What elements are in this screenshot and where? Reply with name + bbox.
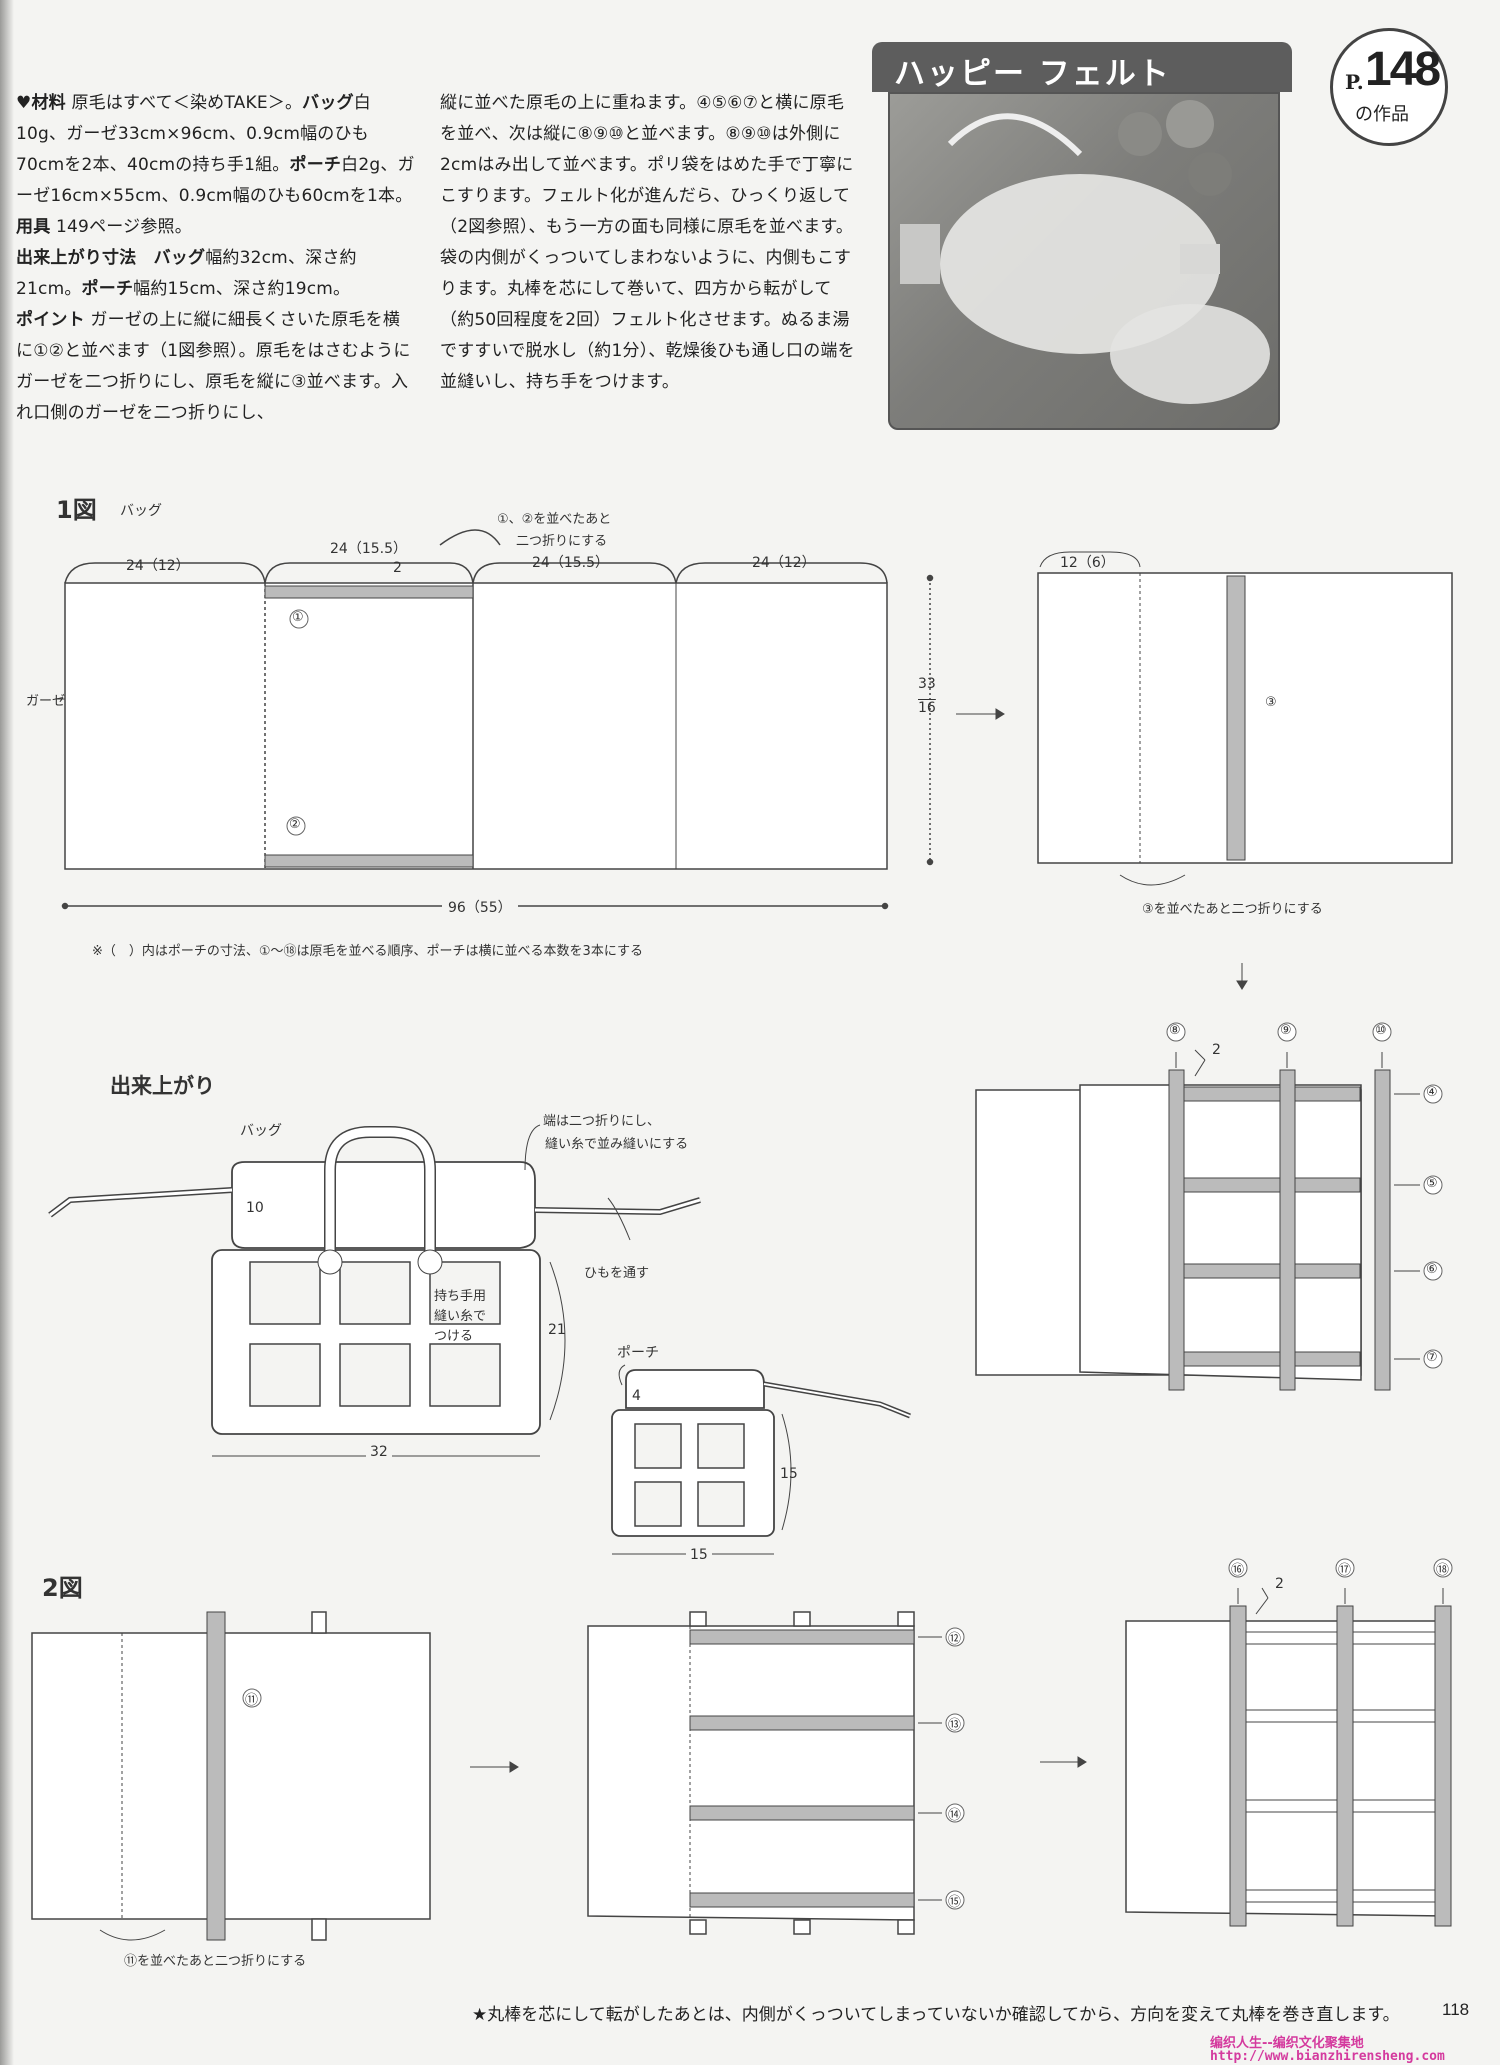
tools-text: 149ページ参照。 — [56, 217, 192, 237]
finished-title: 出来上がり — [110, 1074, 215, 1098]
footer-note: ★丸棒を芯にして転がしたあとは、内側がくっついてしまっていないか確認してから、方… — [472, 2005, 1400, 2025]
page-number: 118 — [1442, 2000, 1470, 2019]
size-label: 出来上がり寸法 バッグ — [16, 248, 206, 268]
bag-dim-height: 21 — [548, 1322, 566, 1338]
marker-17: ⑰ — [1338, 1563, 1352, 1578]
dim-total: 96（55） — [442, 897, 518, 917]
step11-note: ⑪を並べたあと二つ折りにする — [124, 1954, 307, 1969]
materials-text: 原毛はすべて＜染めTAKE＞。 — [71, 93, 303, 113]
cord-label: ひもを通す — [584, 1266, 650, 1281]
figure-1-footnote: ※（ ）内はポーチの寸法、①〜⑱は原毛を並べる順序、ポーチは横に並べる本数を3本… — [92, 944, 643, 959]
bag-dim-side: 10 — [246, 1200, 264, 1216]
pouch-dim-width: 15 — [686, 1547, 712, 1563]
marker-10: ⑩ — [1375, 1023, 1387, 1038]
header-bar — [872, 42, 1292, 92]
figure-1-title: 1図 — [56, 496, 97, 524]
handle-note-line2: 縫い糸で — [434, 1309, 487, 1324]
dim-b: 24（15.5） — [330, 541, 407, 557]
fold-note-line1: ①、②を並べたあと — [497, 512, 612, 527]
instructions-continued: 縦に並べた原毛の上に重ねます。④⑤⑥⑦と横に原毛を並べ、次は縦に⑧⑨⑩と並べます… — [440, 93, 855, 392]
point-text: ガーゼの上に縦に細長くさいた原毛を横に①②と並べます（1図参照）。原毛をはさむよ… — [16, 310, 411, 423]
pouch-dim-top: 4 — [632, 1388, 641, 1404]
product-photo — [888, 92, 1280, 430]
photo-illustration — [900, 100, 1270, 404]
step3-note: ③を並べたあと二つ折りにする — [1142, 902, 1323, 917]
instructions-column-2: 縦に並べた原毛の上に重ねます。④⑤⑥⑦と横に原毛を並べ、次は縦に⑧⑨⑩と並べます… — [440, 88, 860, 398]
marker-3: ③ — [1265, 695, 1277, 710]
pouch-label: ポーチ — [617, 1345, 659, 1361]
pouch-size-text: 幅約15cm、深さ約19cm。 — [133, 279, 351, 299]
marker-11: ⑪ — [245, 1693, 259, 1708]
reference-prefix: P. — [1345, 70, 1364, 94]
end-note-line2: 縫い糸で並み縫いにする — [545, 1137, 689, 1152]
marker-14: ⑭ — [948, 1808, 962, 1823]
marker-15: ⑮ — [948, 1895, 962, 1910]
watermark-line2: http://www.bianzhirensheng.com — [1210, 2049, 1445, 2064]
marker-7: ⑦ — [1426, 1350, 1438, 1365]
gauze-label: ガーゼ — [26, 694, 66, 709]
reference-badge — [1330, 28, 1448, 146]
marker-8: ⑧ — [1169, 1023, 1181, 1038]
instructions-column-1: ♥材料 原毛はすべて＜染めTAKE＞。バッグ白10g、ガーゼ33cm×96cm、… — [16, 88, 416, 429]
figure-2-title: 2図 — [42, 1574, 83, 1602]
bag-label: バッグ — [302, 93, 354, 113]
right-dim: 12（6） — [1060, 555, 1115, 571]
finished-bag-label: バッグ — [240, 1123, 282, 1139]
bag-materials: 白10g、ガーゼ33cm×96cm、0.9cm幅のひも70cmを2本、40cmの… — [16, 93, 371, 175]
size-text: 幅約32cm、深さ約21cm。 — [16, 248, 357, 299]
reference-suffix: の作品 — [1355, 104, 1409, 125]
materials-label: ♥材料 — [16, 93, 66, 113]
page-title: ハッピー フェルト — [894, 56, 1171, 92]
dim-height-pouch: 16 — [918, 700, 936, 716]
pouch-materials: 白2g、ガーゼ16cm×55cm、0.9cm幅のひも60cmを1本。 — [16, 155, 415, 206]
fold-note-line2: 二つ折りにする — [516, 534, 608, 549]
book-spine-shadow — [0, 0, 14, 2065]
tools-label: 用具 — [16, 217, 51, 237]
marker-18: ⑱ — [1436, 1563, 1450, 1578]
fig2-strip-width: 2 — [1275, 1576, 1284, 1592]
marker-6: ⑥ — [1426, 1262, 1438, 1277]
pouch-dim-height: 15 — [780, 1466, 798, 1482]
reference-page-number: 148 — [1365, 43, 1441, 96]
dim-d: 24（12） — [752, 555, 816, 571]
strip-width-1: 2 — [393, 560, 402, 576]
bag-dim-width: 32 — [366, 1444, 392, 1460]
watermark-line1: 编织人生--编织文化聚集地 — [1210, 2036, 1364, 2051]
marker-2: ② — [289, 817, 301, 832]
dim-height: 33 — [918, 676, 936, 692]
marker-9: ⑨ — [1280, 1023, 1292, 1038]
dim-c: 24（15.5） — [532, 555, 609, 571]
point-label: ポイント — [16, 310, 85, 330]
marker-12: ⑫ — [948, 1632, 962, 1647]
handle-note-line1: 持ち手用 — [434, 1289, 487, 1304]
handle-note-line3: つける — [434, 1329, 474, 1344]
figure-1-subtitle: バッグ — [120, 503, 162, 519]
pouch-size-label: ポーチ — [81, 279, 134, 299]
marker-4: ④ — [1426, 1085, 1438, 1100]
marker-5: ⑤ — [1426, 1176, 1438, 1191]
marker-16: ⑯ — [1231, 1563, 1245, 1578]
marker-13: ⑬ — [948, 1718, 962, 1733]
dim-a: 24（12） — [126, 558, 190, 574]
pouch-label: ポーチ — [289, 155, 342, 175]
marker-1: ① — [292, 610, 304, 625]
grid-strip-width: 2 — [1212, 1042, 1221, 1058]
end-note-line1: 端は二つ折りにし、 — [543, 1114, 661, 1129]
